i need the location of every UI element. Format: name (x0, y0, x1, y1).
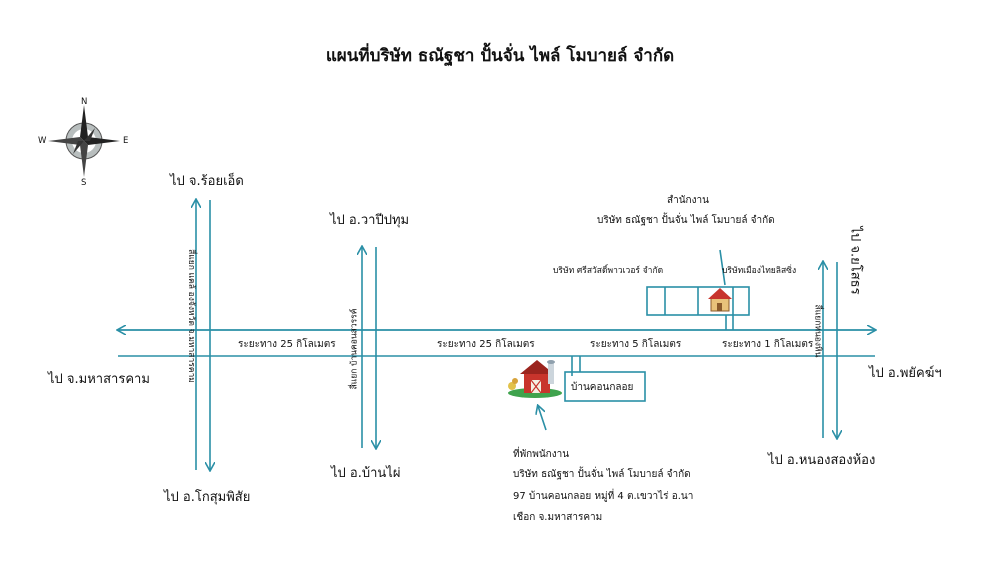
direction-phayakkhaphum: ไป อ.พยัคฆ์ฯ (869, 366, 942, 381)
direction-yasothon: ไป จ.ยโสธร (847, 226, 863, 295)
cross-road-2 (362, 247, 376, 448)
staff-housing-address-2: เชือก จ.มหาสารคาม (513, 512, 603, 523)
office-heading: สำนักงาน (667, 195, 709, 206)
village-lane (571, 356, 581, 376)
distance-label-4: ระยะทาง 1 กิโลเมตร (722, 339, 814, 350)
direction-wapi-pathum: ไป อ.วาปีปทุม (330, 213, 410, 228)
map-title: แผนที่บริษัท ธณัฐชา ปั้นจั่น ไพล์ โมบายล… (325, 46, 675, 66)
intersection-label-3: สี่แยกหนองหิน (812, 304, 823, 358)
cross-road-3 (823, 262, 837, 438)
village-label: บ้านคอนกลอย (571, 382, 634, 393)
compass-west-label: W (38, 136, 47, 146)
main-road (118, 330, 875, 357)
barn-icon (508, 360, 562, 398)
compass-rose-icon (48, 105, 120, 177)
compass-south-label: S (81, 178, 87, 188)
office-house-icon (708, 288, 732, 312)
staff-housing-company: บริษัท ธณัฐชา ปั้นจั่น ไพล์ โมบายล์ จำกั… (513, 469, 691, 480)
staff-housing-heading: ที่พักพนักงาน (513, 449, 570, 460)
direction-kosum-phisai: ไป อ.โกสุมพิสัย (164, 490, 251, 505)
distance-label-1: ระยะทาง 25 กิโลเมตร (238, 339, 336, 350)
office-company: บริษัท ธณัฐชา ปั้นจั่น ไพล์ โมบายล์ จำกั… (597, 215, 775, 226)
housing-pointer (538, 406, 547, 431)
distance-label-3: ระยะทาง 5 กิโลเมตร (590, 339, 682, 350)
village-box (564, 371, 646, 402)
distance-label-2: ระยะทาง 25 กิโลเมตร (437, 339, 535, 350)
office-compound (646, 249, 750, 330)
cross-road-1 (196, 200, 210, 470)
neighbor-right: บริษัทเมืองไทยลิสซิ่ง (722, 266, 797, 276)
direction-roi-et: ไป จ.ร้อยเอ็ด (170, 174, 244, 189)
staff-housing-address-1: 97 บ้านคอนกลอย หมู่ที่ 4 ต.เขวาไร่ อ.นา (513, 491, 694, 502)
intersection-label-1: สี่แยก แคล้ องจังหวัด จ.มหาสารคาม (185, 249, 196, 383)
neighbor-left: บริษัท ศรีสวัสดิ์พาวเวอร์ จำกัด (553, 266, 664, 276)
direction-ban-phai: ไป อ.บ้านไผ่ (331, 466, 401, 481)
compass-east-label: E (123, 136, 129, 146)
direction-maha-sarakham: ไป จ.มหาสารคาม (48, 372, 150, 387)
intersection-label-2: สี่แยก บ้านคอนสวรรค์ (349, 308, 360, 390)
direction-nong-song-hong: ไป อ.หนองสองห้อง (768, 453, 876, 468)
compass-north-label: N (81, 97, 88, 107)
